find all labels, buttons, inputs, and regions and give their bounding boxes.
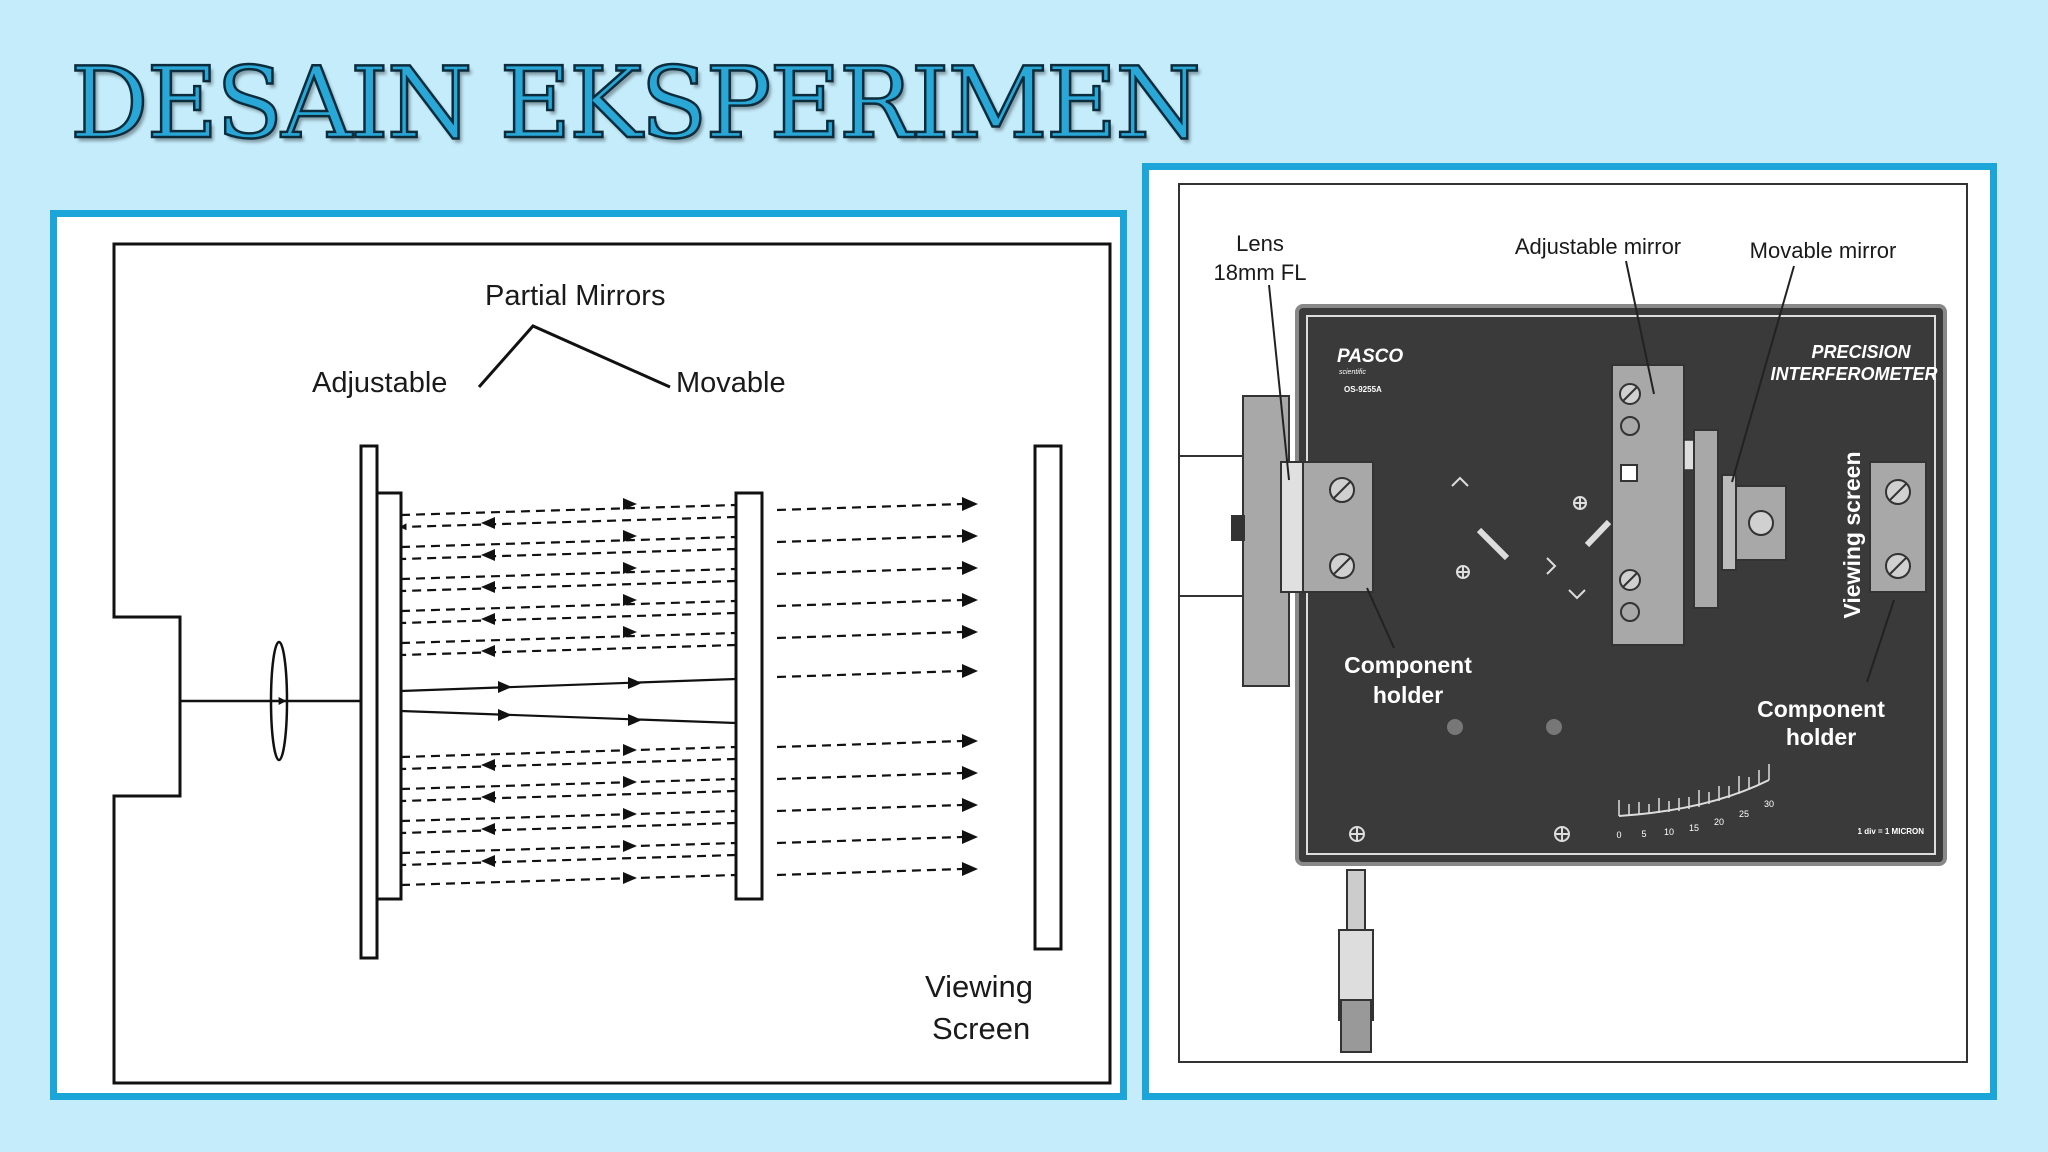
pointer-lines bbox=[1268, 260, 1895, 683]
label-adjustable-mirror: Adjustable mirror bbox=[1515, 234, 1681, 259]
adjustable-mirror-back bbox=[359, 444, 379, 960]
label-viewing: Viewing bbox=[925, 969, 1033, 1004]
apparatus-photo-frame: 0 5 10 15 20 25 30 1 div = 1 MICRON PASC… bbox=[1142, 163, 1997, 1100]
scale-tick-30: 30 bbox=[1764, 799, 1774, 809]
model-number: OS-9255A bbox=[1344, 385, 1382, 394]
scale-tick-10: 10 bbox=[1664, 827, 1674, 837]
viewing-screen-label: Viewing screen bbox=[1839, 451, 1865, 618]
beams-central bbox=[400, 677, 737, 726]
component-holder-left-line2: holder bbox=[1373, 682, 1443, 708]
micrometer-scale-ticks: 0 5 10 15 20 25 30 bbox=[1616, 799, 1774, 840]
label-partial-mirrors: Partial Mirrors bbox=[485, 280, 665, 312]
partial-mirrors-pointer bbox=[477, 324, 671, 389]
mount-holes bbox=[1447, 719, 1562, 735]
beams-to-screen bbox=[776, 502, 963, 877]
scale-tick-20: 20 bbox=[1714, 817, 1724, 827]
screen-arrowheads bbox=[962, 497, 978, 876]
lens-shape bbox=[269, 640, 289, 762]
beams-lower bbox=[400, 745, 737, 887]
label-screen: Screen bbox=[932, 1011, 1030, 1046]
label-lens: Lens bbox=[1236, 231, 1284, 256]
movable-mirror-shape bbox=[734, 491, 764, 901]
diagram-outline bbox=[112, 242, 1112, 1085]
beam-arrowheads bbox=[481, 498, 637, 884]
schematic-diagram: Partial Mirrors Adjustable Movable Viewi… bbox=[112, 242, 1112, 1085]
label-movable-mirror: Movable mirror bbox=[1750, 238, 1897, 263]
label-movable: Movable bbox=[676, 367, 786, 399]
corner-screws bbox=[1349, 826, 1570, 842]
component-holder-right-line1: Component bbox=[1757, 696, 1885, 722]
slide-title: DESAIN EKSPERIMEN bbox=[69, 47, 1203, 161]
scale-tick-0: 0 bbox=[1616, 830, 1621, 840]
instrument-name-line2: INTERFEROMETER bbox=[1770, 364, 1937, 384]
adjustable-mirror-front bbox=[375, 491, 403, 901]
micrometer-scale bbox=[1618, 764, 1770, 817]
scale-tick-15: 15 bbox=[1689, 823, 1699, 833]
brand-logo: PASCO bbox=[1337, 346, 1403, 367]
viewing-screen-shape bbox=[1033, 444, 1063, 951]
lens-holder bbox=[1231, 395, 1374, 687]
scale-caption: 1 div = 1 MICRON bbox=[1858, 827, 1925, 836]
scale-tick-25: 25 bbox=[1739, 809, 1749, 819]
adjustable-mirror-assembly bbox=[1611, 364, 1695, 646]
label-adjustable: Adjustable bbox=[312, 367, 447, 399]
schematic-diagram-frame: Partial Mirrors Adjustable Movable Viewi… bbox=[50, 210, 1127, 1100]
component-holder-right-line2: holder bbox=[1786, 724, 1856, 750]
instrument-name-line1: PRECISION bbox=[1811, 342, 1911, 362]
plate-markings bbox=[1451, 476, 1612, 600]
scale-tick-5: 5 bbox=[1641, 829, 1646, 839]
beams-upper bbox=[399, 503, 737, 657]
apparatus-illustration: 0 5 10 15 20 25 30 1 div = 1 MICRON PASC… bbox=[1178, 183, 1968, 1063]
movable-mirror-assembly bbox=[1693, 429, 1787, 609]
component-holder-left-line1: Component bbox=[1344, 652, 1472, 678]
micrometer-knob bbox=[1338, 869, 1374, 1053]
label-lens-focal-length: 18mm FL bbox=[1214, 260, 1307, 285]
viewing-screen-holder bbox=[1869, 461, 1927, 593]
brand-subtitle: scientific bbox=[1339, 369, 1366, 376]
